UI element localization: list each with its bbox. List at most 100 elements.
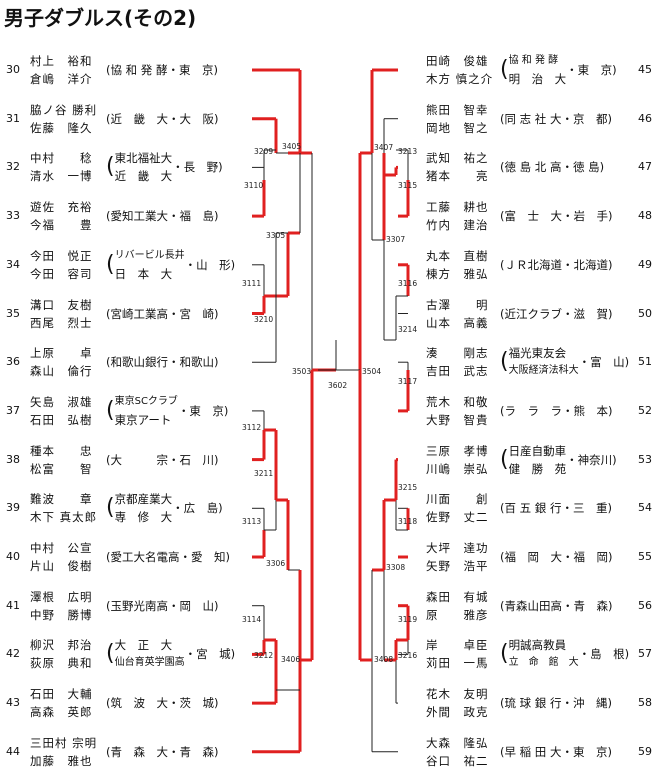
seed-number: 33 — [6, 209, 20, 223]
affiliation-line: 日 本 大 — [114, 266, 173, 281]
match-number: 3406 — [281, 655, 300, 664]
match-number: 3114 — [242, 615, 261, 624]
affiliation: (明誠高教員立 命 館 大・島 根) — [500, 636, 629, 672]
seed-number: 56 — [638, 598, 652, 612]
affiliation-text: (琉 球 銀 行・沖 縄) — [500, 696, 612, 711]
affiliation-text: (和歌山銀行・和歌山) — [106, 355, 219, 370]
seed-number: 51 — [638, 355, 652, 369]
player-name: 清水 一博 — [30, 169, 93, 184]
affiliation-text: (協 和 発 酵・東 京) — [106, 63, 218, 77]
affiliation-line: 東北福祉大 — [114, 151, 173, 166]
prefecture: ・広 島) — [172, 501, 223, 516]
seed-number: 37 — [6, 403, 20, 417]
player-name: 大坪 達功 — [426, 541, 489, 555]
paren-open: ( — [500, 446, 509, 472]
player-name: 古澤 明 — [426, 297, 489, 312]
player-name: 難波 章 — [30, 492, 93, 507]
player-name: 竹内 建治 — [426, 218, 489, 233]
prefecture: ・東 京) — [566, 63, 617, 77]
player-names: 熊田 智幸岡地 智之 — [426, 101, 489, 137]
match-number: 3215 — [398, 483, 417, 492]
player-names: 花木 友明外間 政克 — [426, 685, 489, 721]
prefecture: ・島 根) — [578, 647, 630, 662]
match-number: 3305 — [266, 231, 285, 240]
affiliation: (琉 球 銀 行・沖 縄) — [500, 685, 612, 721]
affiliation: (福 岡 大・福 岡) — [500, 539, 612, 575]
affiliation: (青森山田高・青 森) — [500, 588, 612, 624]
player-names: 湊 剛志吉田 武志 — [426, 344, 489, 380]
seed-number: 30 — [6, 63, 20, 76]
seed-number: 53 — [638, 452, 652, 466]
match-number: 3306 — [266, 559, 285, 568]
affiliation-line: 大阪経済法科大 — [508, 365, 579, 377]
affiliation: (百 五 銀 行・三 重) — [500, 490, 612, 526]
affiliation-text: (筑 波 大・茨 城) — [106, 696, 219, 711]
player-name: 村上 裕和 — [30, 54, 93, 68]
player-name: 荻原 典和 — [30, 656, 93, 671]
player-name: 中野 勝博 — [30, 607, 93, 622]
player-names: 村上 裕和倉嶋 洋介 — [30, 52, 93, 88]
affiliation-text: (宮崎工業高・宮 崎) — [106, 306, 219, 321]
player-names: 武知 祐之猪本 亮 — [426, 149, 489, 185]
match-number: 3214 — [398, 325, 417, 334]
seed-number: 54 — [638, 501, 652, 515]
match-number: 3216 — [398, 651, 417, 660]
seed-number: 59 — [638, 744, 652, 758]
player-name: 柳沢 邦治 — [30, 638, 93, 653]
affiliation-text: (福 岡 大・福 岡) — [500, 550, 613, 564]
affiliation: (近 畿 大・大 阪) — [106, 101, 218, 137]
seed-number: 49 — [638, 257, 652, 271]
affiliation-text: (大 宗・石 川) — [106, 452, 219, 467]
match-number: 3110 — [244, 181, 263, 190]
match-number: 3111 — [242, 279, 261, 288]
seed-number: 48 — [638, 209, 652, 223]
affiliation: (日産自動車健 勝 苑・神奈川) — [500, 442, 617, 478]
player-name: 花木 友明 — [426, 687, 489, 702]
player-name: 高森 英郎 — [30, 705, 93, 720]
player-names: 脇ノ谷 勝利佐藤 隆久 — [30, 101, 97, 137]
player-name: 木方 慎之介 — [426, 72, 494, 86]
paren-open: ( — [106, 251, 115, 277]
match-number: 3307 — [386, 235, 405, 244]
player-names: 溝口 友樹西尾 烈士 — [30, 296, 93, 332]
player-name: 丸本 直樹 — [426, 248, 489, 263]
player-name: 矢野 浩平 — [426, 559, 489, 573]
match-number: 3211 — [254, 469, 273, 478]
match-number: 3116 — [398, 279, 417, 288]
affiliation: (宮崎工業高・宮 崎) — [106, 296, 218, 332]
seed-number: 32 — [6, 160, 20, 174]
player-name: 中村 稔 — [30, 151, 93, 166]
player-name: 三原 孝博 — [426, 443, 489, 458]
player-name: 脇ノ谷 勝利 — [30, 102, 98, 117]
seed-number: 41 — [6, 598, 20, 612]
affiliation-line: 日産自動車 — [508, 443, 567, 458]
affiliation-text: (青森山田高・青 森) — [500, 598, 613, 613]
affiliation-text: (早 稲 田 大・東 京) — [500, 744, 612, 759]
affiliation: (協 和 発 酵・東 京) — [106, 52, 218, 88]
player-name: 澤根 広明 — [30, 589, 93, 604]
player-name: 森山 倫行 — [30, 364, 93, 379]
player-name: 中村 公宣 — [30, 541, 93, 555]
affiliation-text: (近江クラブ・滋 賀) — [500, 306, 613, 321]
player-name: 上原 卓 — [30, 346, 93, 361]
affiliation-text: (愛知工業大・福 島) — [106, 209, 219, 224]
paren-open: ( — [500, 349, 509, 375]
affiliation: (ラ ラ ラ・熊 本) — [500, 393, 612, 429]
player-name: 田崎 俊雄 — [426, 54, 489, 68]
affiliation: (和歌山銀行・和歌山) — [106, 344, 218, 380]
paren-open: ( — [106, 495, 115, 521]
seed-number: 50 — [638, 306, 652, 320]
affiliation: (青 森 大・青 森) — [106, 734, 218, 770]
player-names: 中村 稔清水 一博 — [30, 149, 93, 185]
affiliation-text: (青 森 大・青 森) — [106, 744, 219, 759]
